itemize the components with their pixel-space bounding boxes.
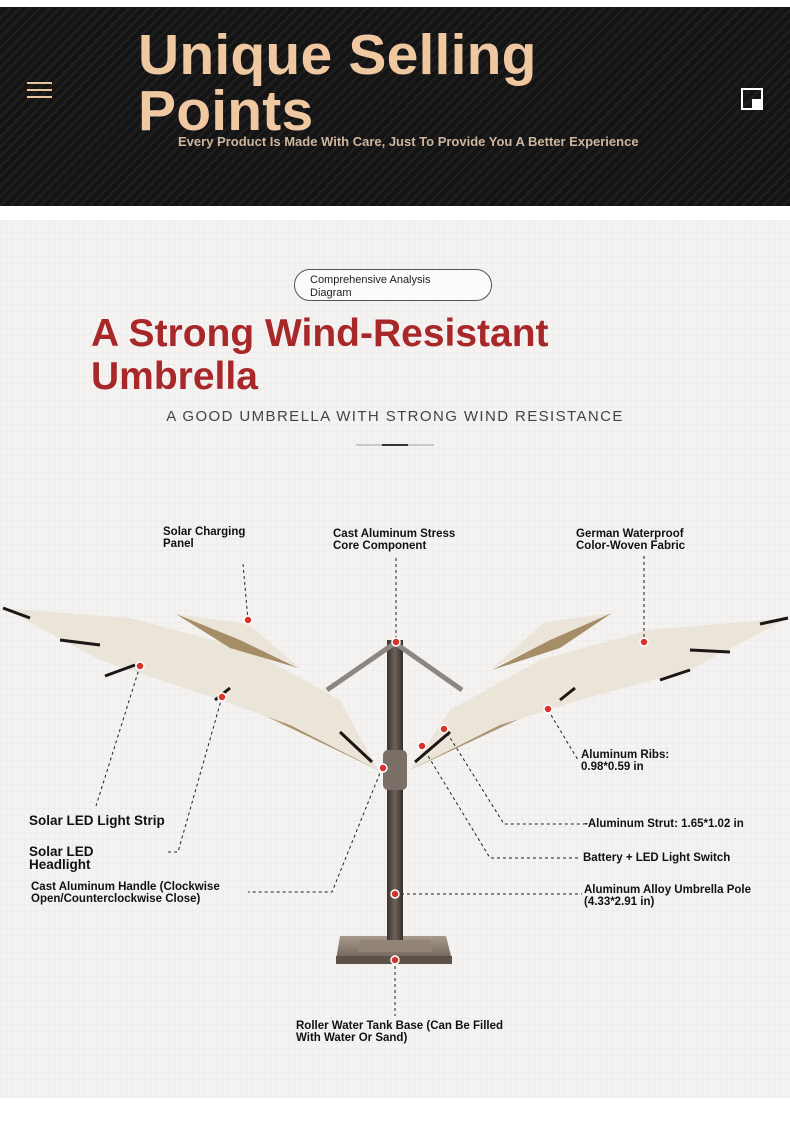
leader-lines	[95, 556, 645, 1016]
umbrella-handle	[383, 750, 407, 790]
label-base: Roller Water Tank Base (Can Be Filled Wi…	[296, 1020, 504, 1044]
page-title: Unique Selling Points	[138, 23, 537, 143]
expand-icon[interactable]	[741, 88, 763, 110]
callout-markers	[135, 615, 649, 965]
label-pole: Aluminum Alloy Umbrella Pole (4.33*2.91 …	[584, 884, 751, 908]
label-solar-panel: Solar Charging Panel	[163, 526, 246, 550]
section-badge: Comprehensive Analysis Diagram	[294, 269, 492, 301]
divider	[356, 444, 434, 446]
label-handle: Cast Aluminum Handle (Clockwise Open/Cou…	[31, 881, 220, 905]
label-led-strip: Solar LED Light Strip	[29, 813, 165, 828]
label-strut: -Aluminum Strut: 1.65*1.02 in	[584, 818, 744, 830]
label-stress-core: Cast Aluminum Stress Core Component	[333, 528, 456, 552]
aluminum-struts	[325, 640, 464, 693]
section-title: A Strong Wind-Resistant Umbrella	[91, 312, 549, 398]
label-ribs: Aluminum Ribs: 0.98*0.59 in	[581, 749, 670, 773]
left-canopy	[2, 606, 378, 770]
label-battery: Battery + LED Light Switch	[583, 852, 731, 864]
label-fabric: German Waterproof Color-Woven Fabric	[576, 528, 686, 552]
header-banner: Unique Selling Points Every Product Is M…	[0, 7, 790, 206]
section-badge-label: Comprehensive Analysis Diagram	[310, 274, 431, 299]
section-tagline: A GOOD UMBRELLA WITH STRONG WIND RESISTA…	[166, 408, 624, 425]
label-led-headlight: Solar LED Headlight	[29, 844, 94, 872]
right-canopy	[410, 613, 789, 770]
menu-icon[interactable]	[27, 82, 52, 100]
page-subtitle: Every Product Is Made With Care, Just To…	[178, 134, 639, 149]
